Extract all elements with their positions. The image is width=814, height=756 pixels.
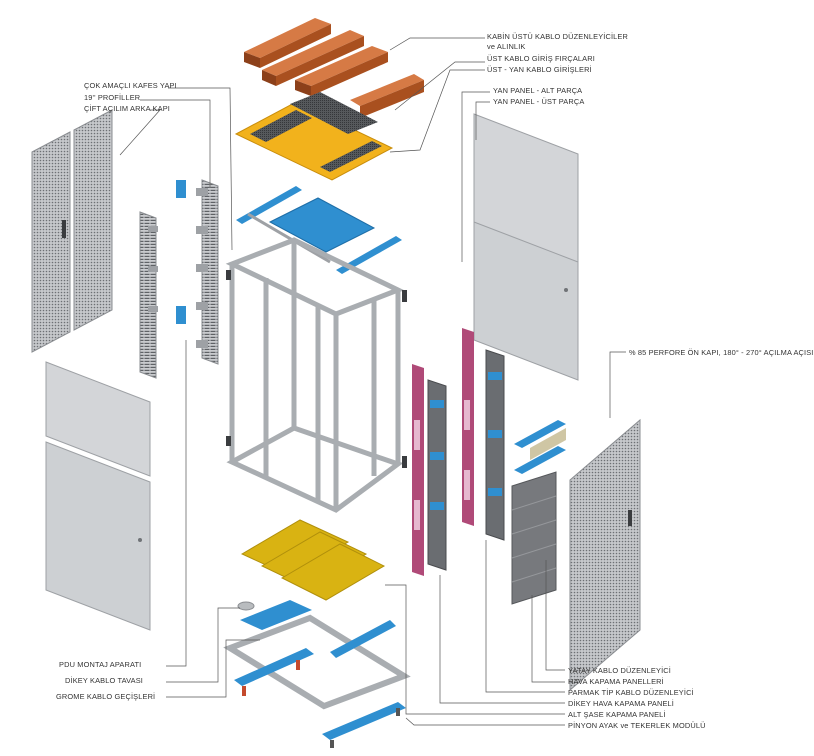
horizontal-organizers bbox=[514, 420, 566, 474]
label-top-cable-brushes: ÜST KABLO GİRİŞ FIRÇALARI bbox=[487, 54, 595, 63]
19-inch-profiles bbox=[139, 179, 219, 379]
double-rear-door bbox=[31, 109, 113, 353]
label-feet-caster-module: PİNYON AYAK ve TEKERLEK MODÜLÜ bbox=[568, 721, 706, 730]
label-front-door: % 85 PERFORE ÖN KAPI, 180° - 270° AÇILMA… bbox=[629, 348, 814, 357]
base-frame bbox=[223, 614, 411, 710]
label-finger-type-organizer: PARMAK TİP KABLO DÜZENLEYİCİ bbox=[568, 688, 694, 697]
rear-solid-panels bbox=[45, 361, 151, 631]
label-top-cable-organizers: KABİN ÜSTÜ KABLO DÜZENLEYİCİLER bbox=[487, 32, 629, 41]
label-side-panel-lower: YAN PANEL - ALT PARÇA bbox=[493, 86, 583, 95]
label-horizontal-cable-organizer: YATAY KABLO DÜZENLEYİCİ bbox=[568, 666, 671, 675]
label-bottom-chassis-panel: ALT ŞASE KAPAMA PANELİ bbox=[568, 710, 666, 719]
blanking-panels bbox=[511, 471, 557, 605]
orange-trough-2 bbox=[262, 30, 364, 86]
label-double-rear-door: ÇİFT AÇILIM ARKA KAPI bbox=[84, 104, 170, 113]
feet-caster-modules bbox=[234, 648, 406, 748]
label-side-panel-upper: YAN PANEL - ÜST PARÇA bbox=[493, 97, 585, 106]
label-vertical-cable-tray: DİKEY KABLO TAVASI bbox=[65, 676, 144, 685]
pdu-brackets bbox=[176, 180, 186, 324]
orange-alinlik bbox=[350, 74, 424, 118]
front-perforated-door bbox=[569, 418, 641, 692]
vertical-cable-organizers bbox=[427, 349, 505, 571]
vertical-blanking-panels bbox=[412, 328, 474, 576]
label-top-side-entries: ÜST - YAN KABLO GİRİŞLERİ bbox=[487, 65, 592, 74]
top-cable-organizers bbox=[244, 18, 424, 118]
orange-trough-3 bbox=[295, 46, 388, 96]
frame-hinges bbox=[226, 270, 407, 468]
label-grommet-passages: GROME KABLO GEÇİŞLERİ bbox=[56, 692, 156, 701]
leader-lines bbox=[119, 37, 626, 726]
orange-trough-1 bbox=[244, 18, 331, 68]
label-alinlik: ve ALINLIK bbox=[487, 42, 526, 51]
multi-purpose-frame bbox=[225, 237, 405, 513]
label-19-inch-profiles: 19'' PROFİLLER bbox=[84, 93, 141, 102]
top-frame-rails bbox=[236, 186, 402, 274]
label-blanking-panels: HAVA KAPAMA PANELLERİ bbox=[568, 677, 664, 686]
bottom-chassis-panels bbox=[240, 519, 386, 601]
grommet-passages bbox=[237, 600, 312, 630]
label-multi-purpose-frame: ÇOK AMAÇLI KAFES YAPI bbox=[84, 81, 177, 90]
label-pdu-bracket: PDU MONTAJ APARATI bbox=[59, 660, 142, 669]
top-cable-brush-tray bbox=[234, 92, 394, 181]
label-vertical-blanking-panel: DİKEY HAVA KAPAMA PANELİ bbox=[568, 699, 675, 708]
side-panels bbox=[473, 113, 579, 381]
